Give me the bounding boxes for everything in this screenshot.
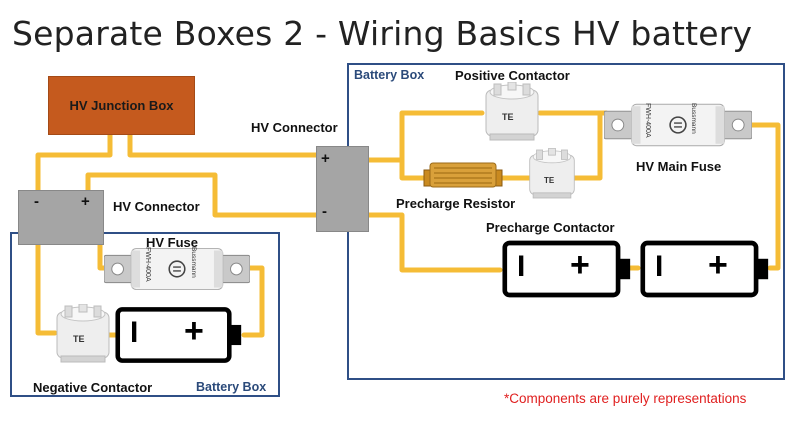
battery-box-left-label: Battery Box bbox=[196, 380, 267, 394]
hv-main-fuse-label: HV Main Fuse bbox=[636, 159, 722, 174]
battery-3-negative-mark: I bbox=[130, 316, 139, 349]
precharge-contactor-brand: TE bbox=[544, 176, 555, 185]
hv-fuse-rating: FWH-400A bbox=[144, 247, 151, 282]
negative-contactor-label: Negative Contactor bbox=[33, 380, 153, 395]
connector-right-negative-pin: - bbox=[322, 203, 327, 220]
battery-2-positive-mark: + bbox=[708, 246, 728, 284]
hv-connector-left: - + bbox=[18, 190, 104, 245]
battery-box-right-label: Battery Box bbox=[354, 68, 425, 82]
hv-connector-right-label: HV Connector bbox=[251, 120, 338, 135]
hv-junction-box-label: HV Junction Box bbox=[69, 98, 174, 113]
precharge-resistor-label: Precharge Resistor bbox=[396, 196, 516, 211]
hv-connector-right: + - bbox=[316, 146, 369, 232]
page-title: Separate Boxes 2 - Wiring Basics HV batt… bbox=[12, 14, 753, 53]
hv-connector-left-label: HV Connector bbox=[113, 199, 200, 214]
battery-2-negative-mark: I bbox=[655, 250, 664, 283]
disclaimer-note: *Components are purely representations bbox=[504, 391, 747, 406]
main-fuse-rating: FWH-400A bbox=[644, 103, 651, 138]
positive-contactor-brand: TE bbox=[502, 112, 514, 122]
hv-fuse-brand: Bussmann bbox=[190, 247, 197, 278]
battery-box-left-frame bbox=[10, 232, 280, 397]
hv-junction-box: HV Junction Box bbox=[48, 76, 195, 135]
positive-contactor-label: Positive Contactor bbox=[455, 68, 570, 83]
battery-1-negative-mark: I bbox=[517, 250, 526, 283]
connector-left-positive-pin: + bbox=[81, 193, 90, 210]
negative-contactor-brand: TE bbox=[73, 334, 85, 344]
battery-1-positive-mark: + bbox=[570, 246, 590, 284]
connector-left-negative-pin: - bbox=[34, 193, 39, 210]
hv-fuse-label: HV Fuse bbox=[146, 235, 199, 250]
connector-right-positive-pin: + bbox=[321, 150, 330, 167]
precharge-contactor-label: Precharge Contactor bbox=[486, 220, 615, 235]
battery-3-positive-mark: + bbox=[184, 312, 204, 350]
main-fuse-brand: Bussmann bbox=[690, 103, 697, 134]
